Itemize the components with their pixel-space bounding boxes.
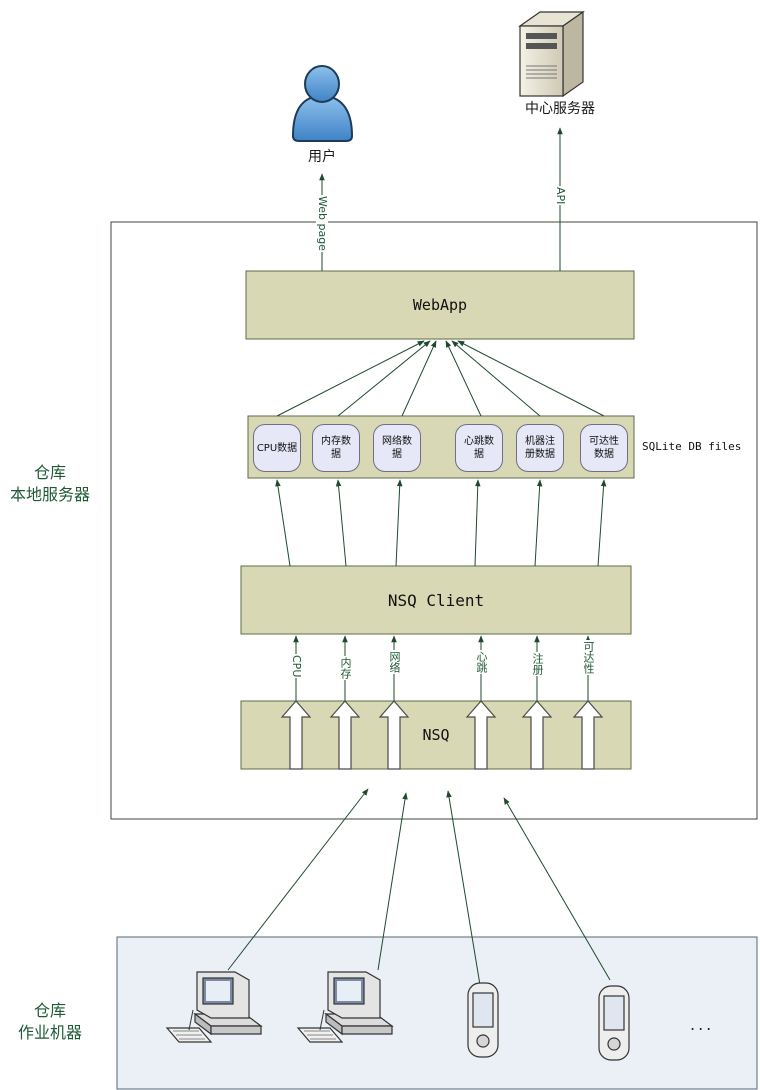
sqlite-files-label: SQLite DB files (642, 440, 742, 453)
store-registration: 机器注册数据 (516, 424, 564, 472)
store-line2: 据 (392, 449, 402, 460)
handheld-device-icon (598, 985, 630, 1061)
nsq-title: NSQ (422, 726, 450, 744)
user-icon (291, 65, 354, 142)
topic-label-registration: 注册 (531, 652, 544, 676)
client-to-store-arrows (275, 479, 607, 567)
store-line1: 机器注 (525, 436, 555, 447)
webapp-box (245, 270, 635, 340)
server-icon (518, 10, 585, 98)
store-line2: 据 (331, 449, 341, 460)
store-memory: 内存数据 (312, 424, 360, 472)
topic-label-reachability: 可达性 (582, 640, 595, 675)
more-devices-ellipsis: ... (690, 1015, 715, 1034)
store-to-webapp-arrows (276, 340, 605, 417)
web-page-label: Web page (316, 195, 329, 252)
workstations-label-line1: 仓库 (33, 1001, 66, 1020)
handheld-device-icon (467, 982, 499, 1058)
central-server-label: 中心服务器 (525, 101, 595, 117)
topic-label-cpu: CPU (290, 654, 303, 679)
sqlite-box (247, 415, 635, 479)
desktop-computer-icon (165, 971, 263, 1043)
webapp-title: WebApp (412, 296, 468, 314)
local-server-label-line2: 本地服务器 (9, 484, 90, 504)
store-line1: CPU数据 (256, 442, 298, 454)
local-server-label: 仓库 本地服务器 (0, 462, 100, 505)
api-label: API (554, 186, 567, 206)
store-line2: 册数据 (525, 449, 555, 460)
nsq-client-box (240, 565, 632, 635)
workstations-label-line2: 作业机器 (17, 1022, 82, 1042)
store-line1: 心跳数 (464, 436, 494, 447)
workstations-label: 仓库 作业机器 (0, 1000, 100, 1043)
store-network: 网络数据 (373, 424, 421, 472)
topic-label-network: 网络 (388, 650, 401, 674)
user-label: 用户 (308, 149, 336, 165)
store-line1: 内存数 (321, 436, 351, 447)
topic-label-heartbeat: 心跳 (475, 650, 488, 674)
store-line1: 网络数 (382, 436, 412, 447)
nsq-block-arrows (280, 700, 604, 770)
desktop-computer-icon (296, 971, 394, 1043)
local-server-label-line1: 仓库 (33, 463, 66, 482)
store-heartbeat: 心跳数据 (455, 424, 503, 472)
nsq-client-title: NSQ Client (387, 590, 485, 610)
topic-label-memory: 内存 (339, 656, 352, 680)
store-cpu: CPU数据 (253, 424, 301, 472)
store-line2: 据 (474, 449, 484, 460)
store-line2: 数据 (594, 449, 614, 460)
store-line1: 可达性 (589, 436, 619, 447)
device-arrows (227, 788, 611, 986)
store-reachability: 可达性数据 (580, 424, 628, 472)
